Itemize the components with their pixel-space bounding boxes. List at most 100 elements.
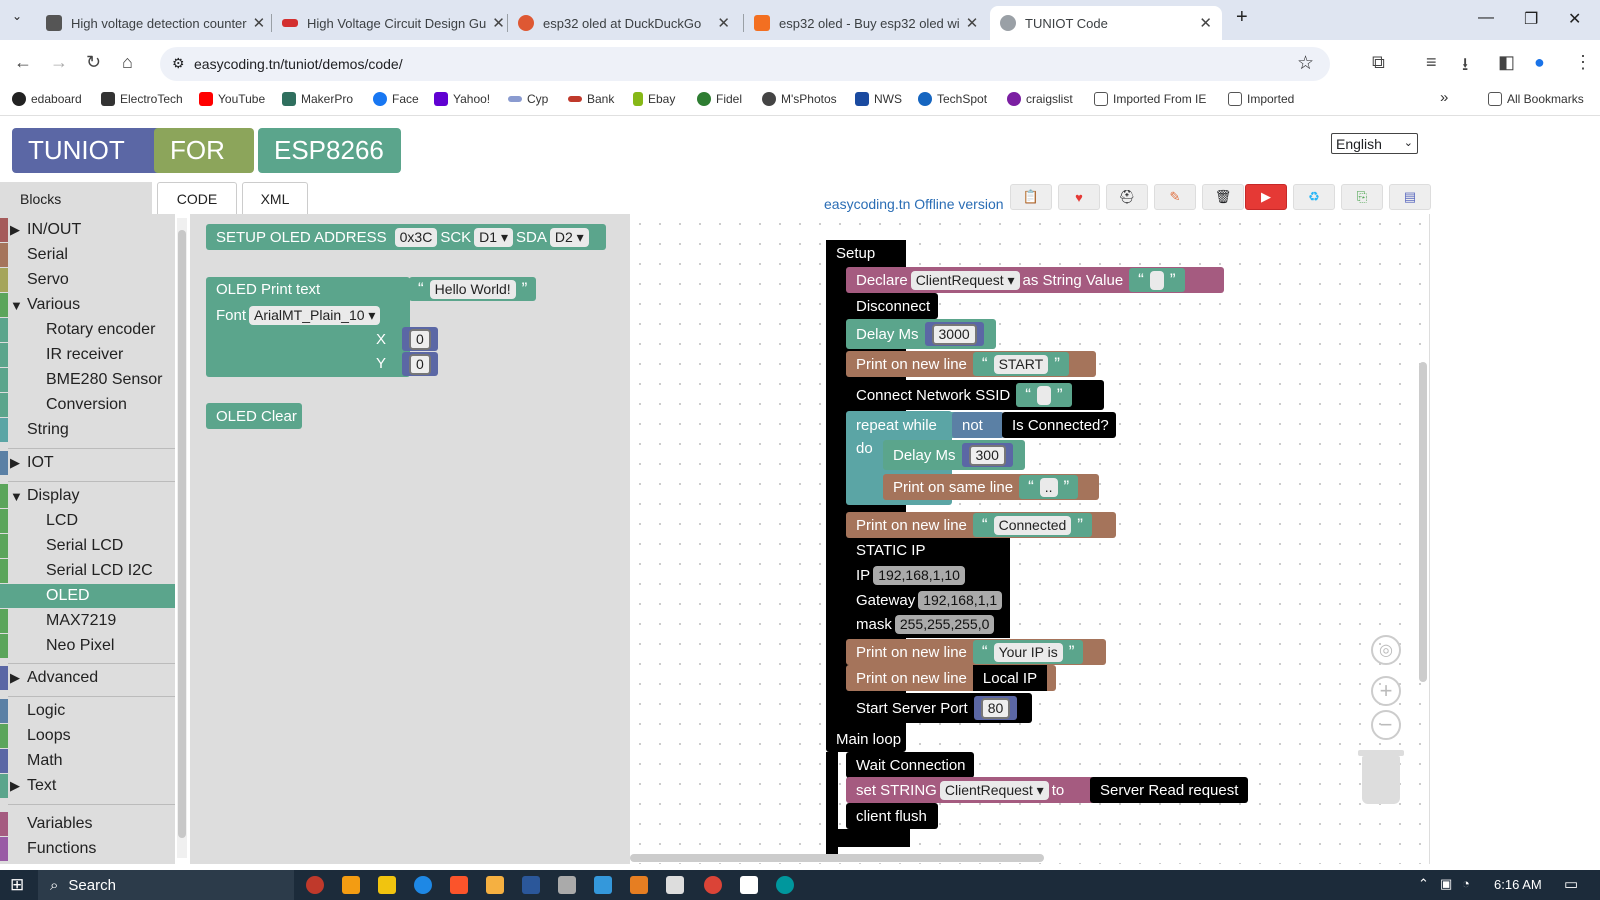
bookmark[interactable]: MakerPro <box>282 92 353 106</box>
recycle-icon[interactable]: ♻ <box>1293 184 1335 210</box>
setup-oled-block[interactable]: SETUP OLED ADDRESS 0x3C SCK D1 ▾ SDA D2 … <box>206 224 606 250</box>
arduino-icon[interactable] <box>776 876 794 894</box>
bookmark-folder[interactable]: Imported From IE <box>1094 92 1206 106</box>
menu-icon[interactable]: ⋮ <box>1574 52 1592 72</box>
setup-block[interactable]: Setup <box>826 240 906 266</box>
language-select[interactable]: English⌄ <box>1331 133 1418 154</box>
bookmark[interactable]: Ebay <box>633 92 675 106</box>
app-icon[interactable] <box>486 876 504 894</box>
category-bme280[interactable]: BME280 Sensor <box>0 368 163 392</box>
app-icon[interactable] <box>342 876 360 894</box>
brave-icon[interactable] <box>450 876 468 894</box>
app-icon[interactable] <box>306 876 324 894</box>
close-icon[interactable]: ✕ <box>717 15 730 32</box>
workspace-trash-icon[interactable] <box>1362 756 1400 804</box>
oled-clear-block[interactable]: OLED Clear <box>206 403 302 429</box>
is-connected-block[interactable]: Is Connected? <box>1002 412 1116 438</box>
ip-field[interactable]: 192,168,1,10 <box>873 566 965 585</box>
run-button[interactable]: ▶ <box>1245 184 1287 210</box>
restore-icon[interactable]: ❐ <box>1524 11 1539 28</box>
new-tab-icon[interactable]: + <box>1236 6 1248 28</box>
trash-icon[interactable]: 🗑 <box>1202 184 1244 210</box>
home-icon[interactable]: ⌂ <box>122 52 133 72</box>
taskbar-search[interactable]: ⌕ Search <box>38 870 294 900</box>
workspace-vscrollbar[interactable] <box>1419 362 1427 682</box>
print-new-line-block[interactable]: Print on new line “Your IP is” <box>846 639 1106 665</box>
url-bar[interactable]: ⚙ easycoding.tn/tuniot/demos/code/ ☆ <box>160 47 1330 81</box>
gateway-field[interactable]: 192,168,1,1 <box>918 591 1003 610</box>
print-new-line-block[interactable]: Print on new line “Connected” <box>846 512 1116 538</box>
app-icon[interactable] <box>630 876 648 894</box>
category-display[interactable]: ▼Display <box>0 484 79 508</box>
eraser-icon[interactable]: ✎ <box>1154 184 1196 210</box>
app-icon[interactable] <box>558 876 576 894</box>
offline-version-link[interactable]: easycoding.tn Offline version <box>824 196 1004 212</box>
delay-block[interactable]: Delay Ms 300 <box>883 440 1025 470</box>
category-functions[interactable]: Functions <box>0 837 96 861</box>
bookmark[interactable]: craigslist <box>1007 92 1073 106</box>
app-icon[interactable] <box>666 876 684 894</box>
category-string[interactable]: String <box>0 418 69 442</box>
category-iot[interactable]: ▶IOT <box>0 451 54 475</box>
category-rotary-encoder[interactable]: Rotary encoder <box>0 318 155 342</box>
workspace-hscrollbar[interactable] <box>630 854 1044 862</box>
browser-tab[interactable]: esp32 oled - Buy esp32 oled wi ✕ <box>744 6 979 40</box>
wait-connection-block[interactable]: Wait Connection <box>846 752 974 778</box>
variable-dropdown[interactable]: ClientRequest ▾ <box>910 270 1020 290</box>
browser-tab[interactable]: esp32 oled at DuckDuckGo ✕ <box>508 6 740 40</box>
recenter-icon[interactable]: ◎ <box>1371 635 1401 665</box>
bookmark[interactable]: TechSpot <box>918 92 987 106</box>
category-lcd[interactable]: LCD <box>0 509 78 533</box>
star-icon[interactable]: ☆ <box>1296 53 1314 74</box>
category-text[interactable]: ▶Text <box>0 774 56 798</box>
clock[interactable]: 6:16 AM <box>1494 877 1542 892</box>
windows-start-icon[interactable]: ⊞ <box>10 875 25 894</box>
app-icon[interactable] <box>740 876 758 894</box>
connect-network-block[interactable]: Connect Network SSID “” <box>846 380 1104 410</box>
delay-block[interactable]: Delay Ms 3000 <box>846 319 996 349</box>
side-panel-icon[interactable]: ◧ <box>1498 52 1516 72</box>
category-conversion[interactable]: Conversion <box>0 393 127 417</box>
oled-address-field[interactable]: 0x3C <box>394 227 438 247</box>
browser-tab[interactable]: High Voltage Circuit Design Gu ✕ <box>272 6 505 40</box>
profile-icon[interactable]: ● <box>1534 52 1545 72</box>
bookmark[interactable]: NWS <box>855 92 902 106</box>
sda-dropdown[interactable]: D2 ▾ <box>549 227 589 247</box>
notification-icon[interactable]: ▭ <box>1564 876 1579 893</box>
category-serial[interactable]: Serial <box>0 243 68 267</box>
file-explorer-icon[interactable] <box>378 876 396 894</box>
category-serial-lcd-i2c[interactable]: Serial LCD I2C <box>0 559 153 583</box>
print-new-line-block[interactable]: Print on new line Local IP <box>846 665 1056 691</box>
tab-code[interactable]: CODE <box>157 182 237 214</box>
tab-search-icon[interactable]: ⌄ <box>12 9 23 23</box>
bookmark[interactable]: Bank <box>568 92 614 106</box>
edge-icon[interactable] <box>414 876 432 894</box>
bookmark[interactable]: Yahoo! <box>434 92 490 106</box>
bookmark[interactable]: Face <box>373 92 419 106</box>
print-same-line-block[interactable]: Print on same line “..” <box>883 474 1099 500</box>
bookmark[interactable]: Cyp <box>508 92 548 106</box>
word-icon[interactable] <box>522 876 540 894</box>
forward-icon[interactable]: → <box>50 52 68 72</box>
media-icon[interactable]: ≡ <box>1426 52 1437 72</box>
volume-icon[interactable]: ◔ <box>1462 876 1470 891</box>
all-bookmarks[interactable]: All Bookmarks <box>1488 92 1584 106</box>
category-various[interactable]: ▼Various <box>0 293 80 317</box>
open-icon[interactable]: ▤ <box>1389 184 1431 210</box>
disconnect-block[interactable]: Disconnect <box>846 293 938 319</box>
minimize-icon[interactable]: — <box>1478 9 1494 26</box>
download-icon[interactable]: ⭳ <box>1462 54 1469 74</box>
window-close-icon[interactable]: ✕ <box>1568 11 1582 28</box>
text-value-block[interactable]: “Hello World!” <box>403 277 537 301</box>
category-logic[interactable]: Logic <box>0 699 65 723</box>
heart-icon[interactable]: ♥ <box>1058 184 1100 210</box>
close-icon[interactable]: ✕ <box>965 15 979 32</box>
reload-icon[interactable]: ↻ <box>86 52 102 72</box>
x-number-block[interactable]: 0 <box>396 327 438 351</box>
bookmark[interactable]: M'sPhotos <box>762 92 837 106</box>
tab-blocks[interactable]: Blocks <box>0 182 152 214</box>
back-icon[interactable]: ← <box>14 52 32 72</box>
browser-tab-active[interactable]: TUNIOT Code ✕ <box>990 6 1222 40</box>
tab-xml[interactable]: XML <box>242 182 308 214</box>
